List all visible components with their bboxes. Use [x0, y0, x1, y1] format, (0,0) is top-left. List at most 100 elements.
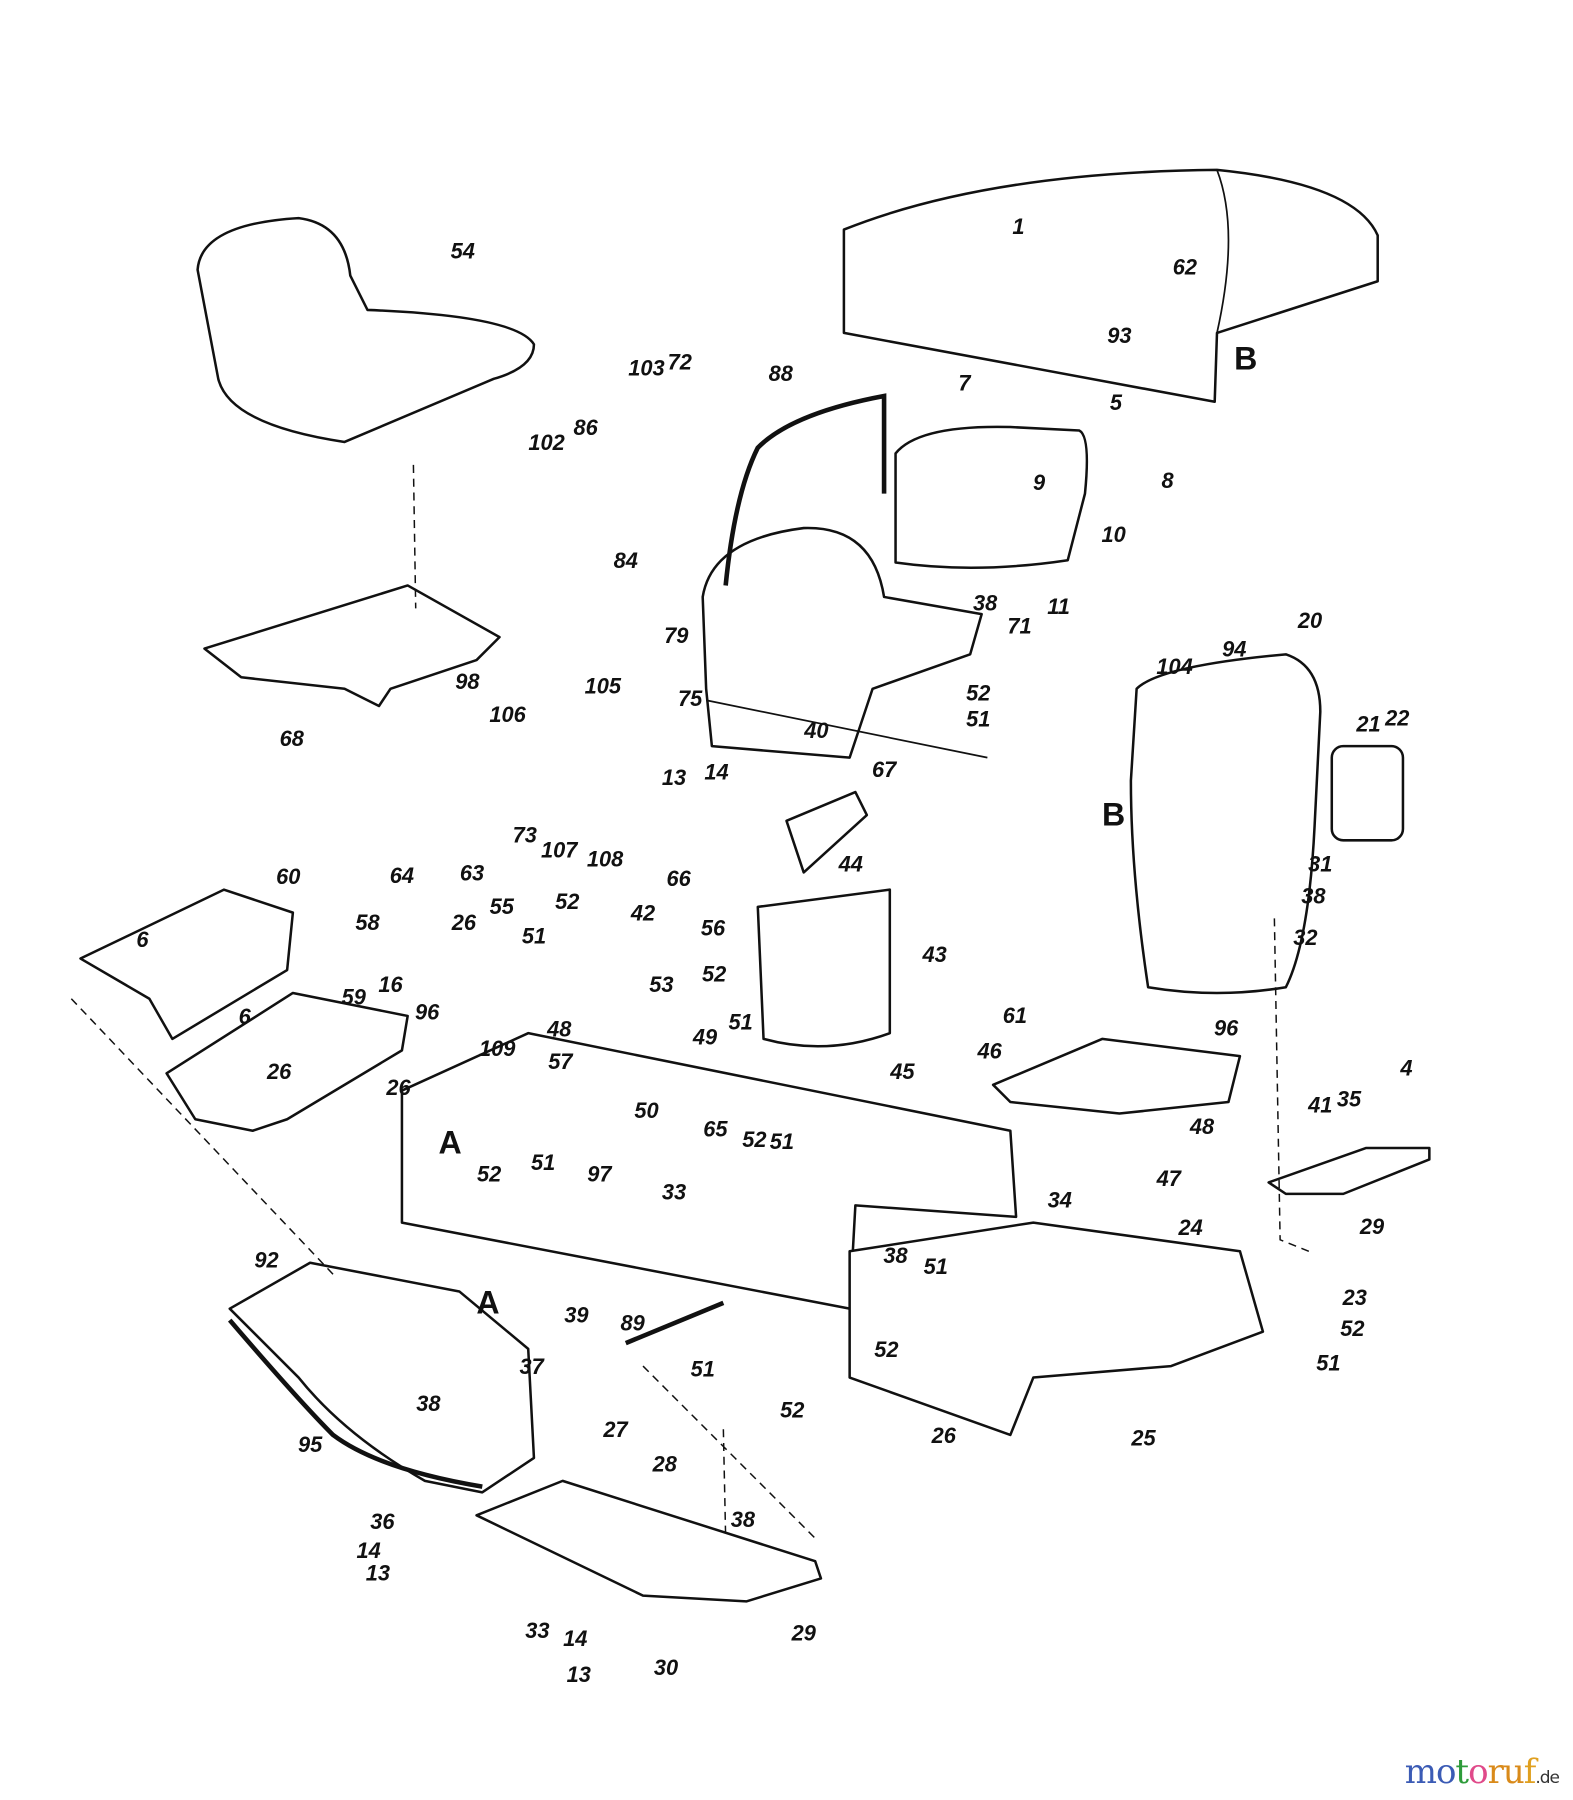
- callout-107: 107: [541, 838, 578, 863]
- callout-51: 51: [770, 1129, 794, 1154]
- callout-51: 51: [1316, 1351, 1340, 1376]
- callout-43: 43: [921, 942, 946, 967]
- watermark-letter: o: [1468, 1752, 1489, 1792]
- callout-68: 68: [280, 726, 305, 751]
- seat: [196, 216, 536, 444]
- watermark-letter: m: [1404, 1752, 1437, 1792]
- watermark-letter: o: [1435, 1752, 1457, 1792]
- callout-102: 102: [528, 430, 564, 455]
- callout-67: 67: [872, 757, 897, 782]
- callout-50: 50: [634, 1098, 658, 1123]
- callout-89: 89: [621, 1310, 646, 1335]
- callout-38: 38: [883, 1243, 908, 1268]
- watermark-letter: f: [1523, 1752, 1537, 1792]
- callout-40: 40: [803, 718, 828, 743]
- callout-71: 71: [1007, 614, 1031, 639]
- callout-52: 52: [966, 680, 990, 705]
- callout-8: 8: [1162, 468, 1175, 493]
- callout-6: 6: [239, 1004, 252, 1029]
- callout-88: 88: [769, 361, 794, 386]
- callout-29: 29: [1359, 1214, 1385, 1239]
- battery-box: [756, 888, 892, 1048]
- cable-88: [723, 393, 887, 586]
- frame-rear: [848, 1221, 1265, 1437]
- callout-13: 13: [567, 1662, 591, 1687]
- callout-62: 62: [1173, 254, 1197, 279]
- callout-26: 26: [266, 1059, 292, 1084]
- callout-A: A: [439, 1125, 462, 1161]
- callout-11: 11: [1047, 594, 1070, 619]
- callout-109: 109: [479, 1036, 516, 1061]
- callout-26: 26: [385, 1075, 411, 1100]
- callout-52: 52: [477, 1161, 501, 1186]
- platform: [991, 1037, 1242, 1115]
- callout-27: 27: [602, 1417, 628, 1442]
- callout-52: 52: [780, 1398, 804, 1423]
- callout-B: B: [1102, 796, 1125, 832]
- footboard-left: [475, 1479, 823, 1603]
- battery-cover: [79, 888, 295, 1041]
- callout-61: 61: [1003, 1003, 1027, 1028]
- callout-86: 86: [573, 415, 598, 440]
- callout-10: 10: [1102, 522, 1126, 547]
- part-shapes: [70, 168, 1431, 1603]
- callout-46: 46: [977, 1038, 1003, 1063]
- callout-6: 6: [136, 927, 149, 952]
- callout-106: 106: [489, 702, 526, 727]
- callout-108: 108: [587, 847, 624, 872]
- callout-53: 53: [649, 972, 673, 997]
- callout-31: 31: [1308, 851, 1332, 876]
- callout-30: 30: [654, 1655, 678, 1680]
- callout-5: 5: [1110, 390, 1123, 415]
- watermark-letter: r: [1487, 1752, 1504, 1792]
- callout-14: 14: [704, 759, 728, 784]
- callout-13: 13: [662, 765, 686, 790]
- callout-26: 26: [931, 1423, 957, 1448]
- callout-51: 51: [966, 707, 990, 732]
- callout-84: 84: [614, 548, 638, 573]
- watermark-letter: t: [1455, 1752, 1469, 1792]
- callout-51: 51: [531, 1150, 555, 1175]
- callout-96: 96: [1214, 1015, 1239, 1040]
- callout-52: 52: [1340, 1316, 1364, 1341]
- callout-22: 22: [1384, 706, 1409, 731]
- callout-60: 60: [276, 864, 300, 889]
- callout-20: 20: [1297, 608, 1322, 633]
- callout-52: 52: [702, 962, 726, 987]
- callout-14: 14: [357, 1538, 381, 1563]
- callout-51: 51: [924, 1254, 948, 1279]
- callout-48: 48: [546, 1017, 572, 1042]
- fender: [228, 1261, 536, 1494]
- callout-54: 54: [451, 238, 475, 263]
- callout-73: 73: [513, 823, 537, 848]
- callout-94: 94: [1222, 637, 1246, 662]
- seat-plate: [203, 584, 501, 708]
- callout-52: 52: [874, 1337, 898, 1362]
- callout-51: 51: [522, 924, 546, 949]
- callout-25: 25: [1130, 1425, 1156, 1450]
- callout-92: 92: [254, 1247, 278, 1272]
- callout-57: 57: [548, 1049, 573, 1074]
- callout-35: 35: [1337, 1087, 1362, 1112]
- callout-1: 1: [1012, 214, 1024, 239]
- callout-49: 49: [692, 1025, 718, 1050]
- watermark-logo: motoruf.de: [1404, 1752, 1560, 1792]
- callout-26: 26: [451, 910, 477, 935]
- callout-23: 23: [1342, 1285, 1367, 1310]
- callout-28: 28: [652, 1452, 678, 1477]
- callout-63: 63: [460, 860, 484, 885]
- callout-42: 42: [630, 901, 655, 926]
- callout-98: 98: [455, 669, 480, 694]
- callout-55: 55: [490, 894, 515, 919]
- callout-B: B: [1234, 341, 1257, 377]
- callout-32: 32: [1293, 925, 1317, 950]
- callout-39: 39: [564, 1302, 589, 1327]
- callout-33: 33: [525, 1618, 549, 1643]
- fuel-tank: [894, 425, 1089, 569]
- callout-A: A: [476, 1284, 499, 1320]
- callout-56: 56: [701, 916, 726, 941]
- callout-51: 51: [691, 1356, 715, 1381]
- callout-7: 7: [958, 370, 971, 395]
- callout-93: 93: [1107, 323, 1131, 348]
- tray: [165, 991, 409, 1133]
